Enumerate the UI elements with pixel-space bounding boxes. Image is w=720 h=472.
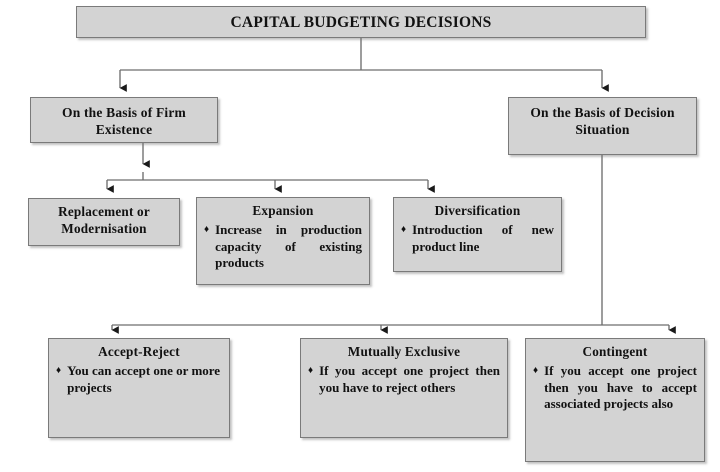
- node-title-line2: Existence: [95, 122, 153, 138]
- node-title-line1: Replacement or: [58, 204, 150, 219]
- diamond-bullet-icon: ♦: [308, 364, 314, 376]
- diamond-bullet-icon: ♦: [204, 223, 210, 235]
- node-title: Contingent: [582, 344, 648, 359]
- node-title-line1: On the Basis of Firm: [62, 105, 186, 120]
- diamond-bullet-icon: ♦: [401, 223, 407, 235]
- node-title-line2: Situation: [575, 122, 630, 138]
- bullet-text: If you accept one project then you have …: [319, 362, 500, 395]
- bullet-item: ♦ If you accept one project then you hav…: [301, 361, 507, 396]
- bullet-text: You can accept one or more projects: [67, 362, 221, 395]
- node-title: Expansion: [252, 203, 314, 218]
- node-title: Accept-Reject: [98, 344, 180, 359]
- node-on-basis-of-firm-existence[interactable]: On the Basis of Firm Existence: [30, 97, 218, 143]
- node-title-line1: On the Basis of Decision: [530, 105, 675, 120]
- node-accept-reject[interactable]: Accept-Reject ♦ You can accept one or mo…: [48, 338, 230, 438]
- diamond-bullet-icon: ♦: [533, 364, 539, 376]
- bullet-text: If you accept one project then you have …: [544, 362, 697, 412]
- node-title-line2: Modernisation: [61, 220, 147, 236]
- node-mutually-exclusive[interactable]: Mutually Exclusive ♦ If you accept one p…: [300, 338, 508, 438]
- node-replacement-or-modernisation[interactable]: Replacement or Modernisation: [28, 198, 180, 246]
- bullet-item: ♦ If you accept one project then you hav…: [526, 361, 704, 413]
- node-title: CAPITAL BUDGETING DECISIONS: [230, 14, 492, 31]
- node-on-basis-of-decision-situation[interactable]: On the Basis of Decision Situation: [508, 97, 697, 155]
- bullet-item: ♦ You can accept one or more projects: [49, 361, 229, 396]
- node-contingent[interactable]: Contingent ♦ If you accept one project t…: [525, 338, 705, 462]
- diamond-bullet-icon: ♦: [56, 364, 62, 376]
- node-diversification[interactable]: Diversification ♦ Introduction of new pr…: [393, 197, 562, 272]
- bullet-text: Increase in production capacity of exist…: [215, 221, 362, 271]
- node-expansion[interactable]: Expansion ♦ Increase in production capac…: [196, 197, 370, 285]
- node-title: Mutually Exclusive: [347, 344, 461, 359]
- node-capital-budgeting-decisions[interactable]: CAPITAL BUDGETING DECISIONS: [76, 6, 646, 38]
- bullet-text: Introduction of new product line: [412, 221, 554, 254]
- node-title: Diversification: [434, 203, 521, 218]
- bullet-item: ♦ Introduction of new product line: [394, 220, 561, 255]
- bullet-item: ♦ Increase in production capacity of exi…: [197, 220, 369, 272]
